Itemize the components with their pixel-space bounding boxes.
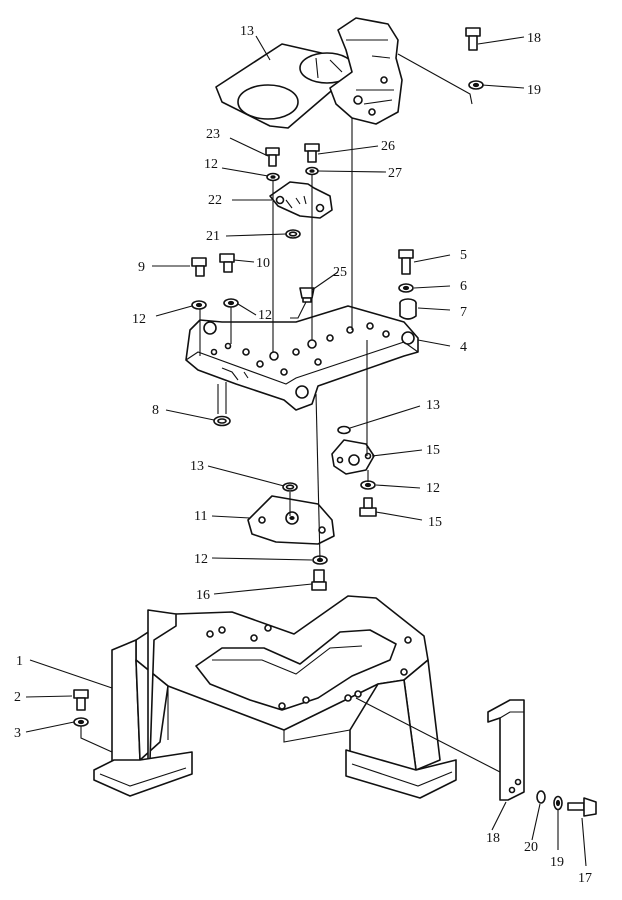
label-14: 15 [426, 443, 440, 458]
part-4-mount-plate [185, 305, 419, 411]
label-7: 7 [460, 305, 467, 320]
label-12-top: 12 [204, 157, 218, 172]
label-9: 9 [138, 260, 145, 275]
label-27: 27 [388, 166, 402, 181]
label-11: 11 [194, 509, 207, 524]
label-10: 10 [256, 256, 270, 271]
part-19-washer-lower [553, 795, 563, 811]
part-12-washer-right [360, 480, 376, 490]
part-21-o-ring [285, 229, 301, 239]
callout-labels: 13 18 19 23 26 12 27 22 21 9 10 25 5 6 7… [14, 24, 592, 886]
label-13-lower: 13 [190, 459, 204, 474]
part-3-washer [73, 717, 89, 727]
label-20: 20 [524, 840, 538, 855]
alignment-lines [199, 118, 369, 561]
part-23-bolt [265, 147, 280, 167]
part-10-bolt [219, 253, 235, 273]
label-16: 13 [240, 24, 254, 39]
part-2-bolt [73, 689, 89, 711]
part-27-washer [305, 166, 319, 176]
part-1-stand-frame [93, 595, 457, 799]
label-8: 8 [152, 403, 159, 418]
part-7-spacer [399, 298, 417, 320]
label-12-left-b: 12 [258, 308, 272, 323]
part-22-bracket [269, 181, 333, 219]
part-14-cover-plate [331, 439, 375, 475]
part-15-bolt-right [359, 497, 377, 517]
part-8-o-ring [213, 415, 231, 427]
label-23: 23 [206, 127, 220, 142]
label-2: 2 [14, 690, 21, 705]
leader-line-lower-right [355, 697, 501, 773]
label-17: 18 [486, 831, 500, 846]
part-26-bolt [304, 143, 320, 163]
label-26: 26 [381, 139, 395, 154]
part-15-bolt-lower [311, 569, 327, 591]
part-12-washer-left-a [191, 300, 207, 310]
part-6-washer [398, 283, 414, 293]
label-1: 1 [16, 654, 23, 669]
part-18-bolt-lower [567, 797, 597, 817]
label-18-upper: 18 [527, 31, 541, 46]
label-22: 22 [208, 193, 222, 208]
part-16-valve-plate [215, 17, 403, 129]
part-13-o-ring-right [337, 425, 351, 435]
part-17-bracket [487, 699, 525, 801]
label-15-right: 15 [428, 515, 442, 530]
label-12-lower: 12 [194, 552, 208, 567]
part-9-bolt [191, 257, 207, 277]
part-13-o-ring-lower [282, 482, 298, 492]
label-5: 5 [460, 248, 467, 263]
label-3: 3 [14, 726, 21, 741]
label-21: 21 [206, 229, 220, 244]
label-12-right: 12 [426, 481, 440, 496]
label-15-lower: 16 [196, 588, 210, 603]
part-18-bolt-upper [465, 27, 481, 51]
label-18-lower: 17 [578, 871, 592, 886]
label-19-lower: 19 [550, 855, 564, 870]
label-19-upper: 19 [527, 83, 541, 98]
label-12-left: 12 [132, 312, 146, 327]
label-25: 25 [333, 265, 347, 280]
label-6: 6 [460, 279, 467, 294]
part-20-washer [536, 790, 546, 804]
callout-leaders [25, 35, 587, 867]
leader-line-lower-left [80, 726, 113, 753]
part-12-washer-left-b [223, 298, 239, 308]
part-12-washer-top [266, 172, 280, 182]
part-11-lower-plate [247, 495, 335, 545]
part-5-bolt [398, 249, 414, 275]
label-4: 4 [460, 340, 467, 355]
leader-line-upper-right [397, 53, 473, 105]
label-13-right: 13 [426, 398, 440, 413]
part-19-washer-upper [468, 80, 484, 90]
